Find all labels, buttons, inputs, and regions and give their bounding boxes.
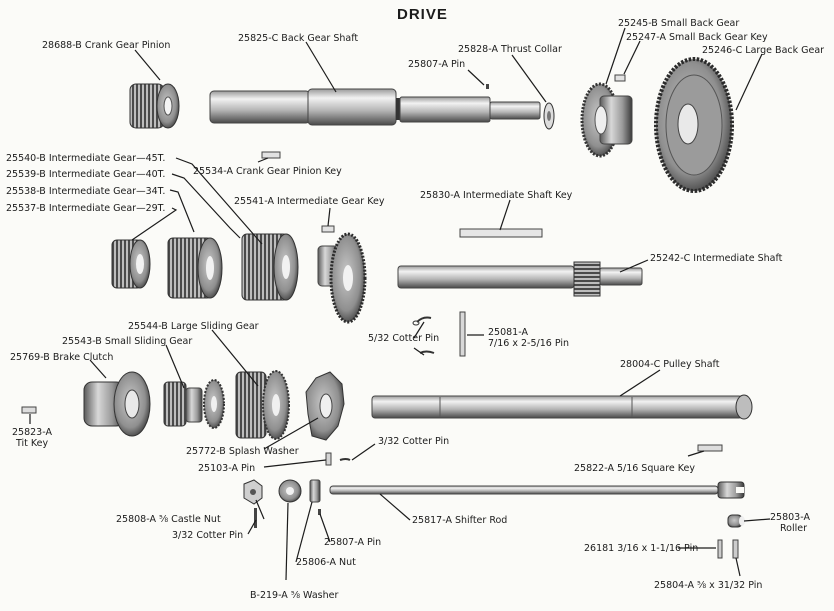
label-pin-25081-size: 7/16 x 2-5/16 Pin xyxy=(488,338,570,349)
label-roller-name: Roller xyxy=(780,523,808,534)
label-pin-26181: 26181 3/16 x 1-1/16 Pin xyxy=(584,543,699,554)
shifter-rod-part xyxy=(329,481,745,499)
label-thrust-collar: 25828-A Thrust Collar xyxy=(458,44,562,55)
label-intermediate-gear-29t: 25537-B Intermediate Gear—29T. xyxy=(6,203,166,214)
label-pin-25103: 25103-A Pin xyxy=(198,463,256,474)
crank-gear-pinion-key-part xyxy=(261,151,281,159)
tit-key-part xyxy=(21,406,37,414)
label-crank-gear-pinion-key: 25534-A Crank Gear Pinion Key xyxy=(193,166,342,177)
crank-gear-pinion-part xyxy=(129,83,180,129)
label-intermediate-gear-34t: 25538-B Intermediate Gear—34T. xyxy=(6,186,166,197)
small-sliding-gear-part xyxy=(163,379,225,429)
label-small-back-gear: 25245-B Small Back Gear xyxy=(618,18,740,29)
castle-nut-part xyxy=(243,479,263,505)
small-back-gear-part xyxy=(580,82,633,158)
label-back-gear-shaft: 25825-C Back Gear Shaft xyxy=(238,33,359,44)
intermediate-gear-key-part xyxy=(321,225,335,233)
large-back-gear-part xyxy=(654,57,734,193)
small-back-gear-key-part xyxy=(614,74,626,82)
label-pin-25081-number: 25081-A xyxy=(488,327,528,338)
roller-part xyxy=(727,514,745,528)
label-roller-number: 25803-A xyxy=(770,512,810,523)
label-pin-25807-top: 25807-A Pin xyxy=(408,59,466,70)
label-large-back-gear: 25246-C Large Back Gear xyxy=(702,45,825,56)
splash-washer-part xyxy=(305,371,345,441)
label-cotter-pin-3-32-low: 3/32 Cotter Pin xyxy=(172,530,244,541)
leader-lines xyxy=(29,27,771,581)
label-shifter-rod: 25817-A Shifter Rod xyxy=(412,515,508,526)
label-pin-25807-low: 25807-A Pin xyxy=(324,537,382,548)
pin-part xyxy=(486,84,489,89)
label-intermediate-shaft: 25242-C Intermediate Shaft xyxy=(650,253,783,264)
label-square-key: 25822-A 5/16 Square Key xyxy=(574,463,695,474)
nut-part xyxy=(309,479,321,503)
label-brake-clutch: 25769-B Brake Clutch xyxy=(10,352,114,363)
label-small-back-gear-key: 25247-A Small Back Gear Key xyxy=(626,32,768,43)
large-sliding-gear-part xyxy=(235,370,290,440)
label-cotter-pin-5-32: 5/32 Cotter Pin xyxy=(368,333,440,344)
intermediate-gear-45t-part xyxy=(317,232,367,324)
label-intermediate-gear-45t: 25540-B Intermediate Gear—45T. xyxy=(6,153,166,164)
intermediate-shaft-part xyxy=(397,261,643,297)
square-key-part xyxy=(697,444,723,452)
label-washer-b219: B-219-A ⅝ Washer xyxy=(250,590,339,601)
diagram-title: DRIVE xyxy=(397,6,448,23)
label-splash-washer: 25772-B Splash Washer xyxy=(186,446,299,457)
pin-part xyxy=(325,452,332,466)
label-cotter-pin-3-32-mid: 3/32 Cotter Pin xyxy=(378,436,450,447)
label-nut-25806: 25806-A Nut xyxy=(296,557,356,568)
label-large-sliding-gear: 25544-B Large Sliding Gear xyxy=(128,321,259,332)
label-castle-nut: 25808-A ⅝ Castle Nut xyxy=(116,514,221,525)
label-tit-key-number: 25823-A xyxy=(12,427,52,438)
label-pin-25804: 25804-A ⅝ x 31/32 Pin xyxy=(654,580,763,591)
pulley-shaft-part xyxy=(371,394,753,420)
label-intermediate-gear-40t: 25539-B Intermediate Gear—40T. xyxy=(6,169,166,180)
pin-part xyxy=(318,509,321,515)
pin-part xyxy=(732,539,739,559)
brake-clutch-part xyxy=(83,371,151,437)
label-intermediate-shaft-key: 25830-A Intermediate Shaft Key xyxy=(420,190,573,201)
pin-part xyxy=(717,539,723,559)
intermediate-gear-29t-part xyxy=(111,239,151,289)
intermediate-shaft-key-part xyxy=(459,228,543,238)
intermediate-gear-40t-part xyxy=(241,233,299,301)
label-crank-gear-pinion: 28688-B Crank Gear Pinion xyxy=(42,40,171,51)
cotter-pin-part xyxy=(339,458,351,461)
pin-part xyxy=(459,311,466,357)
back-gear-shaft-part xyxy=(209,88,541,126)
label-intermediate-gear-key: 25541-A Intermediate Gear Key xyxy=(234,196,385,207)
thrust-collar-part xyxy=(543,102,555,130)
cotter-pin-part xyxy=(254,508,257,528)
washer-part xyxy=(278,479,302,503)
label-pulley-shaft: 28004-C Pulley Shaft xyxy=(620,359,720,370)
label-small-sliding-gear: 25543-B Small Sliding Gear xyxy=(62,336,193,347)
label-tit-key-name: Tit Key xyxy=(16,438,49,449)
intermediate-gear-34t-part xyxy=(167,237,223,299)
